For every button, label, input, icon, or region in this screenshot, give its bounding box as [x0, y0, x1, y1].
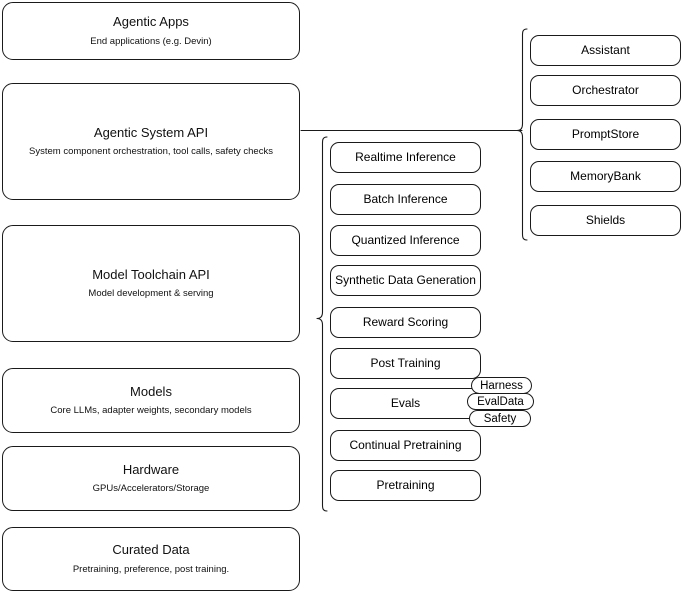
toolchain-components-bracket	[316, 136, 328, 512]
eval-badge-evaldata: EvalData	[467, 393, 534, 410]
component-label: Synthetic Data Generation	[335, 273, 476, 287]
component-label: Orchestrator	[572, 83, 639, 97]
eval-badge-label: Safety	[483, 412, 517, 425]
component-box-batch-inference: Batch Inference	[330, 184, 481, 215]
layer-box-hardware: Hardware GPUs/Accelerators/Storage	[2, 446, 300, 511]
layer-title: Agentic Apps	[113, 14, 189, 30]
layer-title: Hardware	[122, 461, 180, 477]
layer-title: Models	[130, 383, 172, 399]
component-box-memorybank: MemoryBank	[530, 161, 681, 192]
layer-title: Curated Data	[112, 542, 190, 558]
component-label: Quantized Inference	[351, 233, 460, 247]
layer-title: Model Toolchain API	[92, 266, 210, 282]
component-label: PromptStore	[571, 127, 640, 141]
layer-box-models: Models Core LLMs, adapter weights, secon…	[2, 368, 300, 433]
agentic-components-bracket	[516, 28, 528, 241]
eval-badge-safety: Safety	[469, 410, 531, 427]
component-label: Shields	[585, 213, 626, 227]
component-label: Continual Pretraining	[349, 438, 462, 452]
eval-badge-label: Harness	[480, 379, 523, 392]
component-box-post-training: Post Training	[330, 348, 481, 379]
component-box-realtime-inference: Realtime Inference	[330, 142, 481, 173]
component-box-evals: Evals	[330, 388, 481, 419]
component-label: MemoryBank	[570, 169, 641, 183]
eval-badge-harness: Harness	[471, 377, 532, 394]
layer-box-agentic-apps: Agentic Apps End applications (e.g. Devi…	[2, 2, 300, 60]
component-box-orchestrator: Orchestrator	[530, 75, 681, 106]
component-box-synthetic-data-generation: Synthetic Data Generation	[330, 265, 481, 296]
layer-box-agentic-system-api: Agentic System API System component orch…	[2, 83, 300, 200]
component-label: Evals	[390, 396, 421, 410]
component-box-continual-pretraining: Continual Pretraining	[330, 430, 481, 461]
layer-subtitle: Model development & serving	[88, 288, 214, 300]
layer-subtitle: Pretraining, preference, post training.	[72, 563, 230, 575]
component-label: Batch Inference	[363, 192, 448, 206]
component-box-promptstore: PromptStore	[530, 119, 681, 150]
layer-subtitle: Core LLMs, adapter weights, secondary mo…	[50, 405, 252, 417]
layer-title: Agentic System API	[93, 124, 209, 140]
component-label: Assistant	[581, 43, 630, 57]
component-label: Reward Scoring	[362, 315, 449, 329]
layer-box-curated-data: Curated Data Pretraining, preference, po…	[2, 527, 300, 591]
eval-badge-label: EvalData	[477, 395, 524, 408]
component-label: Realtime Inference	[355, 150, 456, 164]
layer-box-model-toolchain-api: Model Toolchain API Model development & …	[2, 225, 300, 342]
component-box-quantized-inference: Quantized Inference	[330, 225, 481, 256]
component-box-shields: Shields	[530, 205, 681, 236]
layer-subtitle: GPUs/Accelerators/Storage	[92, 483, 210, 495]
component-box-assistant: Assistant	[530, 35, 681, 66]
layer-subtitle: End applications (e.g. Devin)	[90, 35, 212, 47]
component-label: Post Training	[370, 356, 441, 370]
layer-subtitle: System component orchestration, tool cal…	[29, 146, 273, 158]
component-label: Pretraining	[376, 478, 435, 492]
component-box-reward-scoring: Reward Scoring	[330, 307, 481, 338]
component-box-pretraining: Pretraining	[330, 470, 481, 501]
